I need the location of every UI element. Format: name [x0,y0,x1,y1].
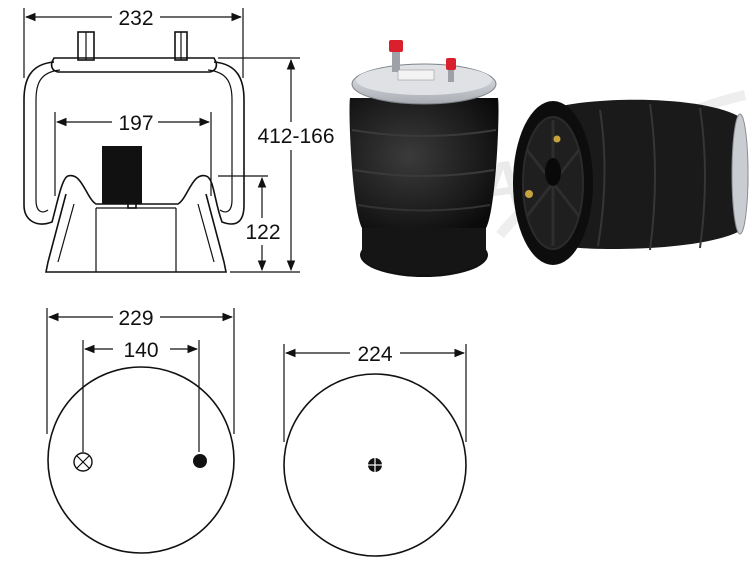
bottom-plate-view: 229 140 [46,307,235,554]
air-spring-front-view [349,40,499,277]
dimension-top-plate-diameter: 224 [357,343,392,366]
dimension-top-width: 232 [118,7,153,30]
dimension-stud-spacing: 140 [123,339,158,362]
bumper-block [102,146,142,204]
air-spring-angled-view [513,99,749,265]
dimension-bottom-plate-diameter: 229 [118,307,153,330]
side-section-drawing: 232 197 412-166 [23,7,335,273]
dimension-height-range: 412-166 [257,125,334,148]
top-plate-view: 224 [283,343,467,557]
product-photo: AAP [349,40,749,277]
dimension-inner-width: 197 [118,112,153,135]
stud-hole-symbol [193,454,207,468]
dimension-piston-height: 122 [245,221,280,244]
